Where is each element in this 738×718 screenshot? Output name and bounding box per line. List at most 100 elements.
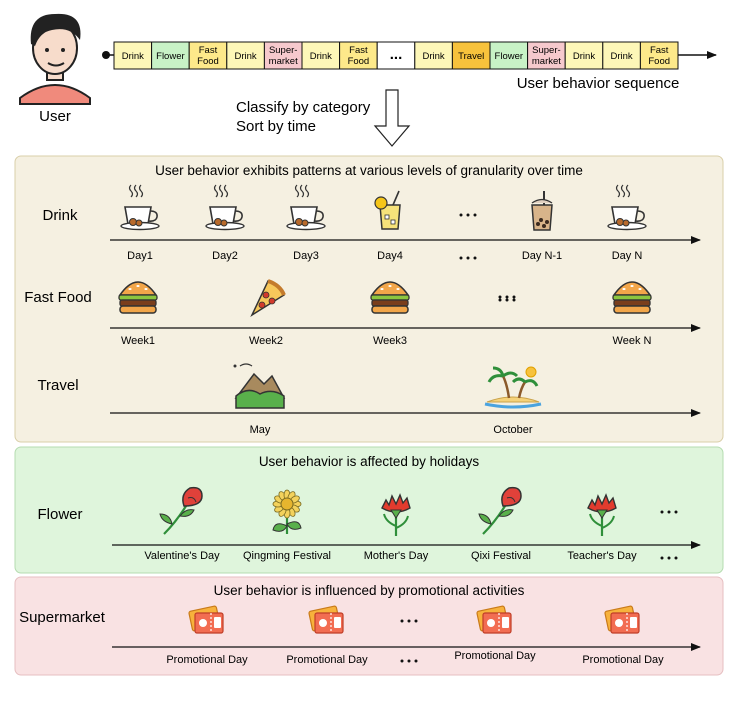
- tick-ellipsis: [660, 556, 678, 560]
- pizza-icon: [250, 279, 286, 317]
- sequence-item-label: Super-: [269, 45, 298, 56]
- tick-label: Promotional Day: [166, 654, 248, 666]
- tick-label: Qixi Festival: [471, 550, 531, 562]
- holidays-panel-title: User behavior is affected by holidays: [259, 454, 480, 469]
- row-label-flower: Flower: [37, 506, 82, 523]
- tick-label: Day N-1: [522, 250, 562, 262]
- granularity-panel-title: User behavior exhibits patterns at vario…: [155, 163, 583, 178]
- burger-icon: [370, 281, 410, 314]
- transform-line-1: Classify by category: [236, 99, 371, 116]
- bubbletea-icon: [531, 191, 553, 231]
- rose-icon: [478, 486, 522, 535]
- burger-icon: [612, 281, 652, 314]
- tick-label: Week N: [613, 335, 652, 347]
- row-label-supermarket: Supermarket: [19, 609, 106, 626]
- sequence-item: [263, 41, 303, 70]
- row-label-fast-food: Fast Food: [24, 289, 92, 306]
- sequence-item: [376, 41, 416, 70]
- coupon-icon: [308, 605, 344, 634]
- tick-label: Week3: [373, 335, 407, 347]
- rose-icon: [159, 486, 203, 535]
- sequence-item-label: Food: [197, 56, 219, 67]
- user-label: User: [39, 108, 71, 125]
- dots-icon: [459, 213, 477, 217]
- drink-row: Day1 Day2 Day3 Day4 Day N-1 Day N: [120, 184, 647, 262]
- sequence-item-label: Fast: [199, 45, 218, 56]
- sequence-item-label: Travel: [458, 51, 484, 62]
- sequence-item-label: market: [269, 56, 298, 67]
- row-label-drink: Drink: [42, 207, 78, 224]
- supermarket-row: Promotional Day Promotional Day Promotiona…: [166, 605, 664, 666]
- sequence-item-label: Drink: [423, 51, 445, 62]
- tick-label: Day4: [377, 250, 403, 262]
- sequence-item-label: Fast: [349, 45, 368, 56]
- tick-ellipsis: [459, 256, 477, 260]
- sequence-item-label: Drink: [310, 51, 332, 62]
- dots-icon: [498, 295, 516, 299]
- coffee-icon: [120, 184, 160, 231]
- promotions-panel: [14, 576, 724, 676]
- sequence-item: [339, 41, 378, 70]
- sequence-item-label: Drink: [122, 51, 144, 62]
- sequence-item: [188, 41, 228, 70]
- down-arrow-icon: [373, 89, 411, 147]
- carnation-icon: [381, 493, 411, 536]
- tick-label: Week1: [121, 335, 155, 347]
- carnation-icon: [587, 493, 617, 536]
- sequence-caption: User behavior sequence: [517, 75, 680, 92]
- holidays-panel: [14, 446, 724, 574]
- row-label-travel: Travel: [37, 377, 78, 394]
- sequence-item-label: ...: [390, 46, 403, 63]
- tick-label: Day1: [127, 250, 153, 262]
- sequence-item: [527, 41, 566, 70]
- sequence-item: [113, 41, 153, 70]
- tick-label: May: [250, 424, 271, 436]
- fast-food-row: Week1 Week2 Week3 Week N: [118, 279, 652, 347]
- sequence-item: [489, 41, 529, 70]
- sequence-item-label: Drink: [235, 51, 257, 62]
- tick-label: Mother's Day: [364, 550, 429, 562]
- tick-label: Day3: [293, 250, 319, 262]
- sequence-item: [451, 41, 491, 70]
- burger-icon: [118, 281, 158, 314]
- tick-label: Promotional Day: [454, 650, 536, 662]
- tick-ellipsis: [400, 659, 418, 663]
- travel-row: May October: [233, 363, 542, 436]
- tick-label: October: [493, 424, 532, 436]
- tick-label: Teacher's Day: [567, 550, 637, 562]
- tick-label: Promotional Day: [582, 654, 664, 666]
- sequence-item: [602, 41, 641, 70]
- coffee-icon: [205, 184, 245, 231]
- lemonade-icon: [374, 190, 401, 230]
- sequence-item: [301, 41, 341, 70]
- tick-label: Day2: [212, 250, 238, 262]
- mountain-icon: [233, 363, 286, 409]
- transform-line-2: Sort by time: [236, 118, 316, 135]
- sequence-item-label: Flower: [495, 51, 524, 62]
- sequence-item-label: Flower: [156, 51, 185, 62]
- sequence-item-label: Drink: [573, 51, 595, 62]
- tick-ellipsis: [498, 298, 516, 302]
- sequence-item-label: Fast: [650, 45, 669, 56]
- chrysanthemum-icon: [272, 489, 302, 534]
- coupon-icon: [188, 605, 224, 634]
- sequence-item: [639, 41, 679, 70]
- coffee-icon: [607, 184, 647, 231]
- sequence-item-label: Super-: [532, 45, 561, 56]
- sequence-item-label: market: [532, 56, 561, 67]
- tick-label: Day N: [612, 250, 643, 262]
- tick-label: Qingming Festival: [243, 550, 331, 562]
- dots-icon: [400, 619, 418, 623]
- sequence-item-label: Food: [348, 56, 370, 67]
- dots-icon: [660, 510, 678, 514]
- tick-label: Promotional Day: [286, 654, 368, 666]
- tick-label: Week2: [249, 335, 283, 347]
- sequence-item: [226, 41, 265, 70]
- tick-label: Valentine's Day: [144, 550, 220, 562]
- coffee-icon: [286, 184, 326, 231]
- coupon-icon: [476, 605, 512, 634]
- coupon-icon: [604, 605, 640, 634]
